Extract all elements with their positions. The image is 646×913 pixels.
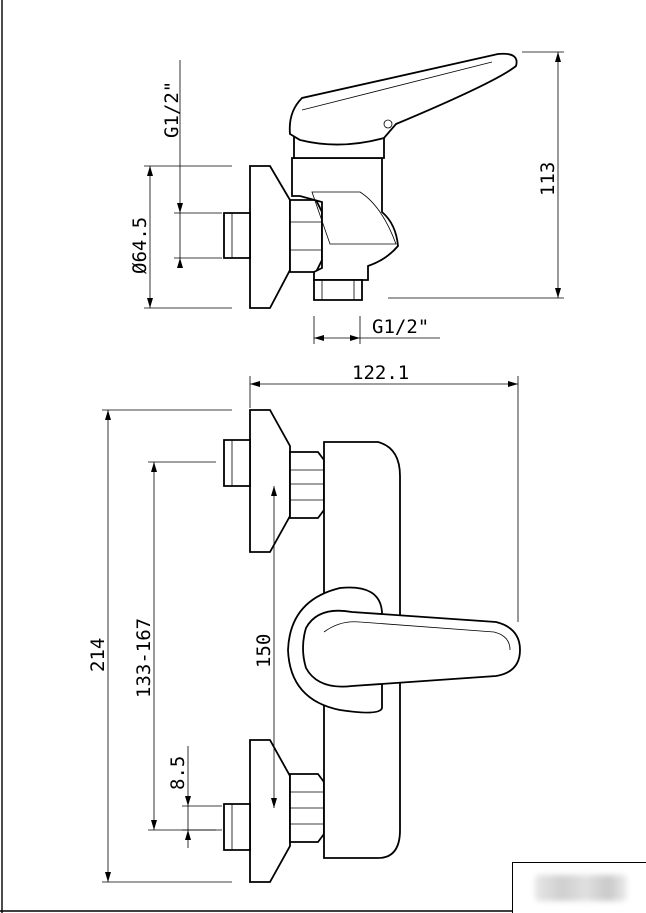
side-view-inlet-stub	[223, 212, 251, 259]
front-view-lever-highlight	[323, 621, 511, 651]
front-view-flange-upper	[249, 409, 291, 553]
dim-overall-arrow-2	[105, 872, 111, 882]
dim-offset-arrow-1	[185, 796, 191, 806]
dim-width-arrow-2	[508, 381, 518, 387]
front-view-nut-upper	[289, 451, 325, 519]
side-view-body	[291, 157, 399, 281]
dim-centers-arrow-2	[271, 798, 277, 808]
side-view-outlet	[313, 279, 363, 301]
title-block	[512, 862, 646, 913]
front-view-stub-lower	[223, 803, 251, 851]
side-view-hex-nut	[289, 199, 323, 273]
dim-g-horizontal-label: G1/2"	[372, 316, 429, 338]
dim-g-horizontal-arrow-1	[314, 335, 324, 341]
side-view-lever-screw	[383, 119, 393, 129]
dim-centers-label: 150	[253, 634, 275, 668]
side-view-cartridge	[311, 191, 397, 245]
dim-height-arrow-2	[555, 288, 561, 298]
dim-overall-arrow-1	[105, 410, 111, 420]
dim-width-label: 122.1	[352, 362, 409, 384]
dim-centers-arrow-1	[271, 486, 277, 496]
dim-range-label: 133-167	[133, 618, 155, 698]
dim-diameter-arrow-1	[147, 166, 153, 176]
side-view-lever	[288, 52, 518, 146]
dim-overall-label: 214	[87, 638, 109, 672]
side-view-lever-line	[301, 61, 493, 111]
dim-diameter-arrow-2	[147, 298, 153, 308]
dim-offset-label: 8.5	[167, 756, 189, 790]
front-view-stub-upper	[223, 439, 251, 487]
title-block-redacted	[535, 875, 627, 901]
dim-g-vertical-label: G1/2"	[161, 81, 183, 138]
dim-height-arrow-1	[555, 52, 561, 62]
front-view-lever	[302, 609, 521, 688]
dim-g-vertical-arrow-1	[177, 203, 183, 213]
side-view: G1/2" Ø64.5 113 G1/2"	[129, 51, 564, 344]
dim-g-vertical-arrow-2	[177, 258, 183, 268]
dim-height-label: 113	[537, 162, 559, 196]
dim-width-arrow-1	[250, 381, 260, 387]
front-view: 122.1 214 133-167 150 8.5	[87, 362, 521, 883]
dim-offset-arrow-2	[185, 830, 191, 840]
side-view-flange	[249, 165, 291, 309]
dim-g-horizontal-arrow-2	[350, 335, 360, 341]
dim-range-arrow-1	[151, 462, 157, 472]
dim-diameter-label: Ø64.5	[129, 217, 151, 274]
front-view-flange-lower	[249, 739, 291, 883]
dim-range-arrow-2	[151, 820, 157, 830]
